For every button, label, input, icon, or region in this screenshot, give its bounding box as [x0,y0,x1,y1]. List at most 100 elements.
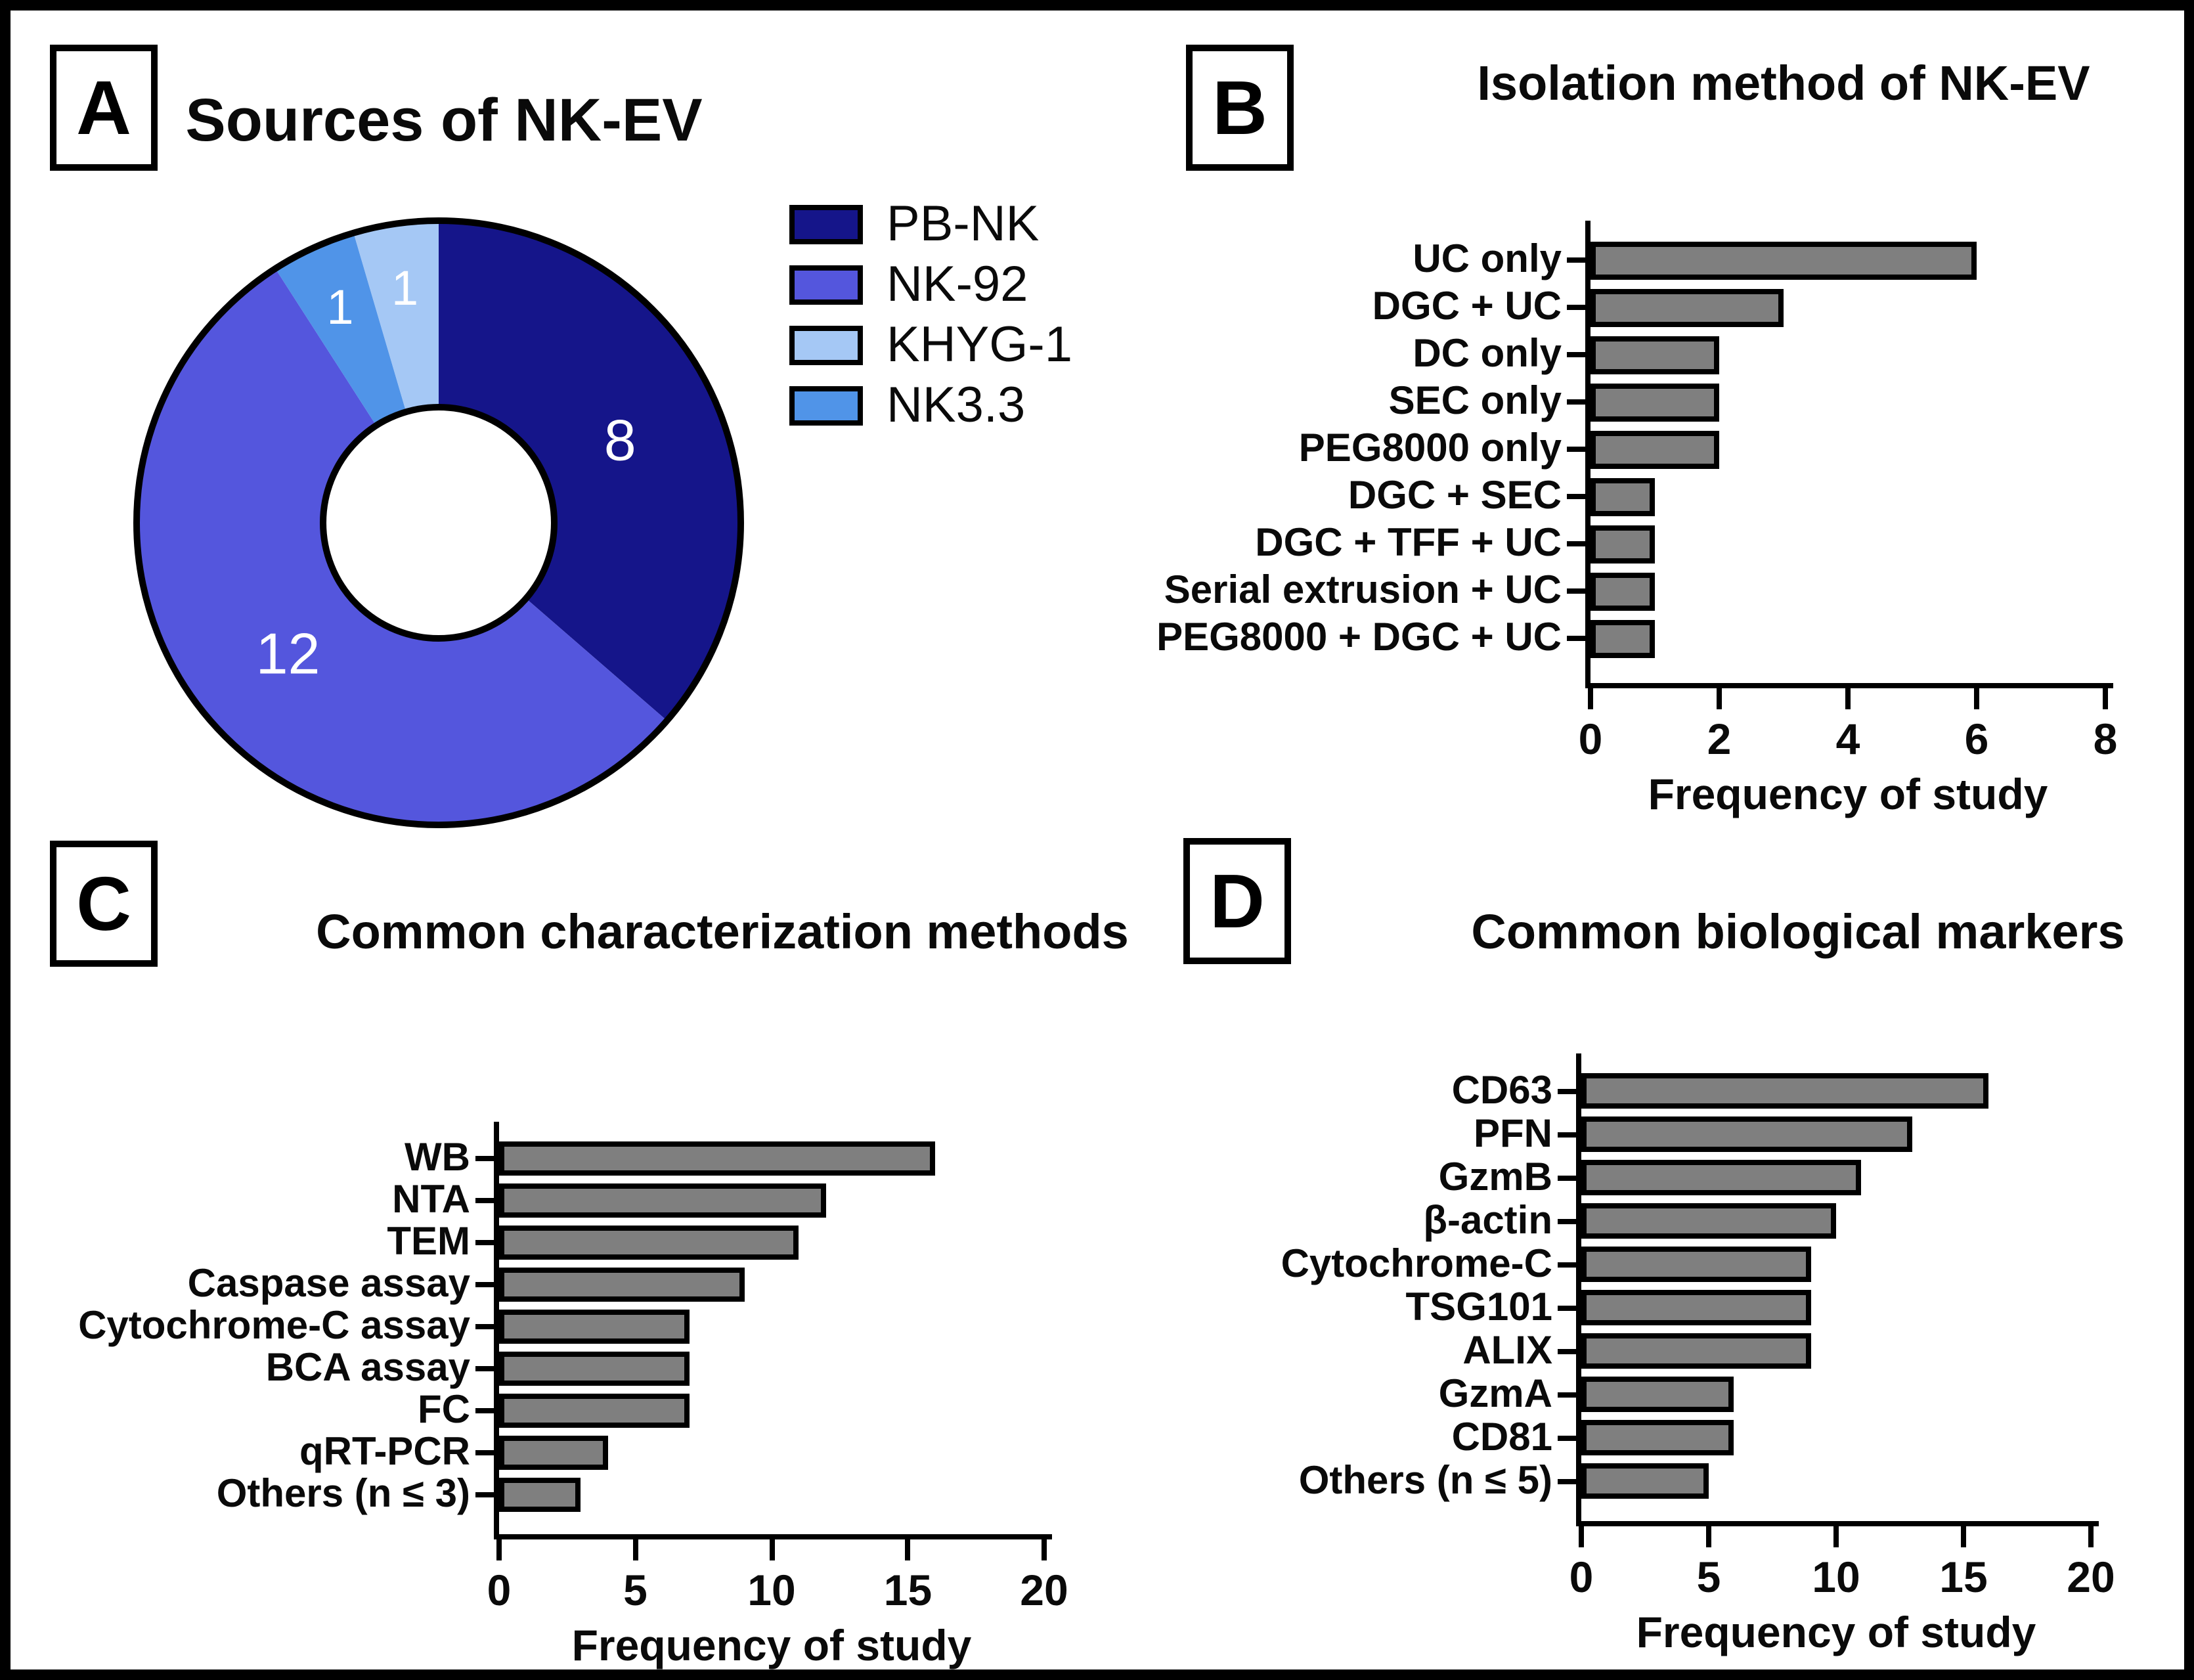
bar-caspase-assay [499,1268,745,1302]
category-label-gzma: GzmA [1438,1372,1552,1415]
y-axis [1576,1053,1581,1526]
bar-cd63 [1581,1073,1989,1109]
donut-slice-khyg-1 [353,221,439,412]
x-tick-5 [1706,1526,1711,1547]
x-tick-0 [496,1539,502,1560]
category-label-fc: FC [418,1388,470,1432]
bar-others-n-5 [1581,1463,1709,1499]
bar-peg8000-dgc-uc [1591,619,1655,657]
panel-d-letter: D [1210,858,1265,944]
legend-label-nk-92: NK-92 [887,257,1028,312]
category-tick-alix [1558,1348,1576,1354]
bar-cytochrome-c [1581,1247,1811,1282]
category-label-qrt-pcr: qRT-PCR [299,1430,470,1474]
x-axis-title: Frequency of study [1636,1608,2036,1656]
category-label-actin: β-actin [1423,1199,1552,1242]
category-tick-nta [475,1198,494,1203]
legend-swatch-nk3-3 [789,386,863,426]
x-tick-15 [1961,1526,1966,1547]
category-label-others-n-5: Others (n ≤ 5) [1298,1459,1552,1502]
category-label-sec-only: SEC only [1388,380,1562,423]
category-label-uc-only: UC only [1413,238,1562,281]
category-tick-peg8000-only [1567,447,1585,452]
legend-swatch-pb-nk [789,205,863,244]
x-tick-4 [1845,688,1851,709]
bar-dgc-sec [1591,477,1655,516]
panel-b-label-box: B [1186,45,1294,171]
category-tick-dc-only [1567,352,1585,357]
category-label-dgc-tff-uc: DGC + TFF + UC [1255,521,1562,565]
category-label-cytochrome-c: Cytochrome-C [1281,1242,1552,1285]
category-tick-fc [475,1408,494,1413]
donut-slice-nk-92 [136,269,667,826]
x-axis-title: Frequency of study [1648,770,2048,818]
y-axis [1585,221,1591,688]
x-tick-2 [1717,688,1722,709]
y-axis [494,1122,499,1539]
legend-label-nk3-3: NK3.3 [887,378,1026,433]
x-tick-15 [905,1539,911,1560]
x-axis [494,1534,1052,1539]
panel-c-letter: C [76,861,131,946]
category-label-peg8000-only: PEG8000 only [1298,427,1562,470]
category-label-dc-only: DC only [1413,332,1562,376]
bar-sec-only [1591,383,1719,421]
panel-a-title: Sources of NK-EV [185,85,703,154]
category-label-others-n-3: Others (n ≤ 3) [216,1472,470,1516]
donut-value-label-nk-92: 12 [256,621,320,686]
category-label-wb: WB [405,1136,470,1180]
panel-c-label-box: C [50,841,158,967]
x-tick-10 [769,1539,774,1560]
bar-dgc-uc [1591,288,1784,326]
bar-gzma [1581,1377,1734,1412]
bar-wb [499,1141,935,1176]
category-label-alix: ALIX [1462,1329,1552,1372]
category-tick-sec-only [1567,399,1585,405]
category-tick-uc-only [1567,257,1585,263]
x-axis [1576,1521,2099,1526]
panel-b-letter: B [1212,65,1267,150]
category-label-pfn: PFN [1474,1112,1552,1155]
category-tick-cd81 [1558,1435,1576,1440]
bar-cd81 [1581,1420,1734,1455]
category-tick-dgc-uc [1567,305,1585,310]
category-tick-gzmb [1558,1175,1576,1180]
x-tick-label-10: 10 [747,1566,796,1614]
bar-cytochrome-c-assay [499,1310,690,1344]
category-tick-qrt-pcr [475,1450,494,1455]
legend-label-khyg-1: KHYG-1 [887,317,1072,372]
bar-peg8000-only [1591,430,1719,468]
panel-d-title: Common biological markers [1471,905,2125,959]
bar-dc-only [1591,336,1719,374]
category-tick-others-n-3 [475,1492,494,1497]
x-tick-5 [632,1539,638,1560]
category-tick-peg8000-dgc-uc [1567,636,1585,641]
x-axis-title: Frequency of study [571,1621,972,1669]
category-tick-cytochrome-c [1558,1262,1576,1267]
x-tick-label-20: 20 [2067,1553,2115,1601]
bar-actin [1581,1203,1836,1239]
bar-alix [1581,1333,1811,1369]
bar-bca-assay [499,1352,690,1386]
bar-nta [499,1183,826,1218]
donut-outer-outline [133,217,744,828]
category-label-dgc-uc: DGC + UC [1372,285,1562,328]
category-label-cytochrome-c-assay: Cytochrome-C assay [78,1304,470,1348]
category-label-peg8000-dgc-uc: PEG8000 + DGC + UC [1156,616,1562,659]
x-tick-8 [2103,688,2108,709]
category-tick-caspase-assay [475,1282,494,1287]
legend-item-pb-nk: PB-NK [789,194,1072,255]
category-label-serial-extrusion-uc: Serial extrusion + UC [1164,569,1562,612]
donut-inner-outline [320,404,558,642]
x-axis [1585,683,2113,688]
category-label-tsg101: TSG101 [1405,1285,1552,1329]
category-label-cd63: CD63 [1451,1069,1552,1112]
bar-serial-extrusion-uc [1591,572,1655,610]
bar-qrt-pcr [499,1436,608,1470]
x-tick-label-2: 2 [1707,715,1732,763]
legend-swatch-nk-92 [789,265,863,305]
